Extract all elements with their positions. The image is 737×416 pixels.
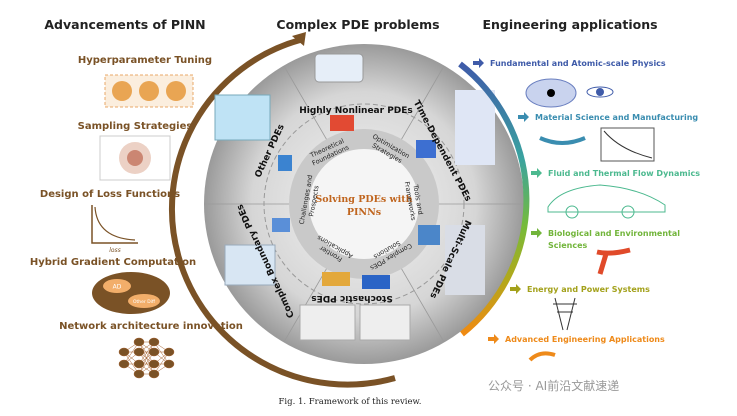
pde-circle: Solving PDEs with PINNs Highly Nonlinear… xyxy=(204,44,524,364)
sampling-strategies-label: Sampling Strategies xyxy=(78,121,193,132)
app-arrow-icon xyxy=(531,168,542,178)
application-label: Biological and Environmental xyxy=(548,229,680,238)
heatmap-thumb xyxy=(322,272,350,286)
watermark: 公众号 · AI前沿文献速递 xyxy=(488,378,619,393)
nn-node xyxy=(163,359,175,369)
loss-curve-icon: loss xyxy=(91,205,138,254)
applications-list: Fundamental and Atomic-scale PhysicsMate… xyxy=(473,58,700,344)
gradient-ellipse-icon: AD Other Diff xyxy=(92,272,170,314)
application-illustrations xyxy=(525,78,666,362)
stochastic-diagram xyxy=(299,304,356,341)
arc-arrowhead xyxy=(292,32,306,46)
left-header: Advancements of PINN xyxy=(44,17,205,32)
application-label-line2: Sciences xyxy=(548,241,588,250)
car-icon xyxy=(547,184,666,213)
application-label: Fluid and Thermal Flow Dynamics xyxy=(548,169,700,178)
robot-arm-icon xyxy=(528,351,556,362)
heatmap-thumb xyxy=(416,140,436,158)
center-header: Complex PDE problems xyxy=(276,17,439,32)
applications-arc xyxy=(458,61,530,337)
app-arrow-icon xyxy=(473,58,484,68)
artery-icon xyxy=(596,247,631,275)
time-dependent-network xyxy=(455,90,495,165)
application-label: Material Science and Manufacturing xyxy=(535,113,698,122)
nn-node xyxy=(148,337,160,347)
segment-highly-nonlinear: Highly Nonlinear PDEs xyxy=(299,106,413,116)
other-diff-label: Other Diff xyxy=(133,299,156,305)
heatmap-thumb xyxy=(362,275,390,289)
nn-edge xyxy=(138,341,155,375)
loss-axis-label: loss xyxy=(109,247,121,254)
nn-node xyxy=(148,347,160,357)
nn-node xyxy=(133,359,145,369)
heatmap-thumb xyxy=(330,115,354,131)
segment-stochastic: Stochastic PDEs xyxy=(311,293,393,303)
nn-node xyxy=(133,337,145,347)
boundary-pdes-diagram xyxy=(224,244,276,286)
app-arrow-icon xyxy=(488,334,499,344)
right-header: Engineering applications xyxy=(482,17,657,32)
atom-icon xyxy=(596,88,604,96)
network-thumbnail xyxy=(314,53,364,83)
multiscale-network xyxy=(445,225,485,295)
power-tower-icon xyxy=(553,297,577,331)
hyperparameter-icons xyxy=(104,74,194,108)
network-architecture-label: Network architecture innovation xyxy=(59,321,243,332)
hybrid-gradient-label: Hybrid Gradient Computation xyxy=(30,257,196,268)
figure-caption: Fig. 1. Framework of this review. xyxy=(279,397,422,407)
hyperparameter-tuning-label: Hyperparameter Tuning xyxy=(78,55,212,66)
app-arrow-icon xyxy=(510,284,521,294)
center-title-line1: Solving PDEs with xyxy=(315,194,412,205)
heatmap-thumb xyxy=(272,218,290,232)
heatmap-thumb xyxy=(418,225,440,245)
heatmap-thumb xyxy=(278,155,292,171)
nn-node xyxy=(118,359,130,369)
center-title-line2: PINNs xyxy=(347,207,381,218)
nn-node xyxy=(118,347,130,357)
nn-node xyxy=(133,347,145,357)
application-label: Fundamental and Atomic-scale Physics xyxy=(490,59,666,68)
application-label: Energy and Power Systems xyxy=(527,285,650,294)
other-pdes-diagram xyxy=(214,94,271,141)
loss-functions-label: Design of Loss Functions xyxy=(40,189,180,200)
ad-label: AD xyxy=(113,284,122,291)
neural-network-icon xyxy=(118,337,175,379)
nn-node xyxy=(133,369,145,379)
app-arrow-icon xyxy=(518,112,529,122)
stochastic-diagram-2 xyxy=(359,304,411,341)
application-label: Advanced Engineering Applications xyxy=(505,335,665,344)
nn-node xyxy=(148,369,160,379)
decay-plot-icon xyxy=(600,127,655,162)
nn-node xyxy=(163,347,175,357)
nn-node xyxy=(148,359,160,369)
pinn-arc xyxy=(168,37,396,388)
beam-icon xyxy=(539,136,586,145)
app-arrow-icon xyxy=(531,228,542,238)
sampling-scatter-icon xyxy=(99,135,171,181)
